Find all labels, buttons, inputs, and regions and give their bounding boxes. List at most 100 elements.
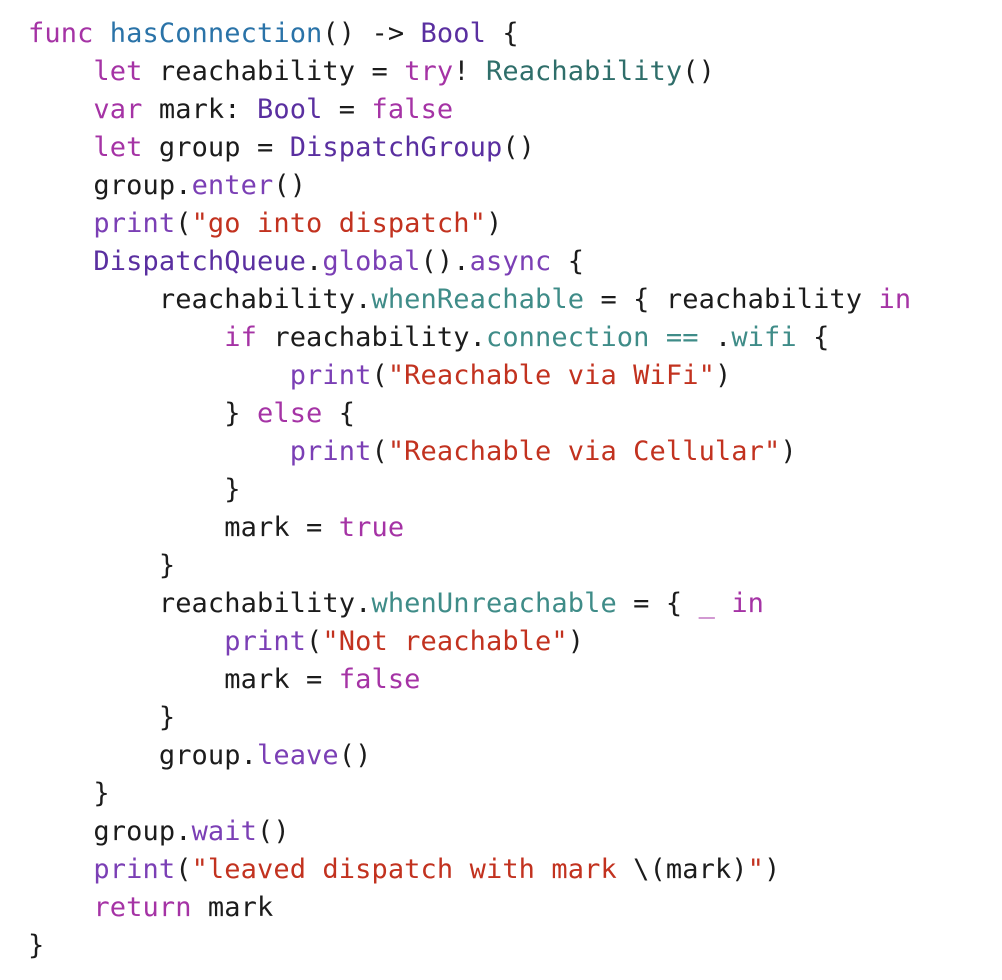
code-line: } — [28, 547, 911, 585]
code-text-token — [28, 626, 224, 657]
method-token: print — [224, 626, 307, 657]
code-line: group.wait() — [28, 813, 911, 851]
code-text-token: = { — [616, 588, 699, 619]
code-line: } — [28, 775, 911, 813]
code-text-token: mark = — [28, 512, 339, 543]
string-literal-token: "leaved dispatch with mark — [191, 854, 634, 885]
code-text-token: } — [28, 398, 257, 429]
string-literal-token: "Reachable via WiFi" — [387, 360, 715, 391]
class-name-token: Reachability — [485, 56, 683, 87]
keyword-token: in — [878, 284, 912, 315]
code-text-token: } — [28, 930, 45, 961]
code-text-token — [28, 322, 224, 353]
code-text-token: reachability. — [256, 322, 486, 353]
keyword-token: let — [93, 56, 143, 87]
code-line: print("Reachable via Cellular") — [28, 433, 911, 471]
code-text-token: group. — [28, 740, 257, 771]
keyword-token: in — [731, 588, 765, 619]
code-text-token: () -> — [322, 18, 421, 49]
code-text-token: () — [256, 816, 290, 847]
type-token: Bool — [257, 94, 323, 125]
code-text-token — [28, 360, 290, 391]
keyword-token: let — [93, 132, 143, 163]
code-text-token: = { reachability — [584, 284, 879, 315]
code-text-token: group = — [142, 132, 290, 163]
method-token: enter — [191, 170, 274, 201]
code-line: print("Reachable via WiFi") — [28, 357, 911, 395]
code-line: print("Not reachable") — [28, 623, 911, 661]
code-text-token — [28, 246, 93, 277]
code-text-token: mark = — [28, 664, 339, 695]
code-text-token: . — [306, 246, 323, 277]
code-block[interactable]: func hasConnection() -> Bool { let reach… — [28, 15, 911, 965]
string-literal-token: " — [747, 854, 765, 885]
code-text-token — [28, 94, 93, 125]
code-line: } — [28, 699, 911, 737]
code-text-token: mark: — [142, 94, 257, 125]
type-token: Bool — [420, 18, 486, 49]
code-text-token: reachability = — [142, 56, 405, 87]
code-line: return mark — [28, 889, 911, 927]
code-line: mark = true — [28, 509, 911, 547]
method-token: leave — [256, 740, 339, 771]
code-line: group.enter() — [28, 167, 911, 205]
property-token: connection — [485, 322, 650, 353]
keyword-token: try — [404, 56, 454, 87]
code-text-token: . — [698, 322, 732, 353]
code-line: func hasConnection() -> Bool { — [28, 15, 911, 53]
code-line: var mark: Bool = false — [28, 91, 911, 129]
keyword-token: false — [338, 664, 421, 695]
code-text-token: } — [28, 474, 241, 505]
code-line: reachability.whenUnreachable = { _ in — [28, 585, 911, 623]
code-text-token: { — [485, 18, 519, 49]
code-text-token: ) — [567, 626, 585, 657]
code-text-token: \(mark) — [633, 854, 748, 885]
code-text-token: ) — [714, 360, 732, 391]
code-line: } — [28, 927, 911, 965]
method-token: wait — [191, 816, 257, 847]
code-text-token: reachability. — [28, 284, 372, 315]
keyword-token: return — [93, 892, 192, 923]
code-text-token: } — [28, 778, 110, 809]
code-text-token: (). — [420, 246, 470, 277]
code-text-token — [28, 854, 93, 885]
code-line: } — [28, 471, 911, 509]
code-text-token: ) — [485, 208, 503, 239]
method-token: async — [469, 246, 552, 277]
method-token: print — [93, 854, 176, 885]
code-text-token: { — [322, 398, 356, 429]
code-text-token: ) — [780, 436, 797, 467]
code-text-token — [28, 208, 93, 239]
property-token: whenUnreachable — [371, 588, 617, 619]
keyword-token: else — [256, 398, 323, 429]
code-line: print("go into dispatch") — [28, 205, 911, 243]
code-line: let reachability = try! Reachability() — [28, 53, 911, 91]
code-line: reachability.whenReachable = { reachabil… — [28, 281, 911, 319]
type-token: DispatchGroup — [289, 132, 503, 163]
code-text-token — [93, 18, 109, 49]
keyword-token: false — [371, 94, 454, 125]
string-literal-token: "Reachable via Cellular" — [387, 436, 781, 467]
code-line: mark = false — [28, 661, 911, 699]
code-text-token — [28, 436, 290, 467]
code-text-token: () — [682, 56, 715, 87]
keyword-token: true — [338, 512, 405, 543]
string-literal-token: "Not reachable" — [322, 626, 568, 657]
keyword-token: if — [224, 322, 257, 353]
string-literal-token: "go into dispatch" — [191, 208, 486, 239]
property-token: whenReachable — [371, 284, 585, 315]
code-text-token: group. — [28, 816, 192, 847]
code-text-token: ( — [371, 436, 388, 467]
code-text-token: ( — [371, 360, 388, 391]
property-token: wifi — [731, 322, 797, 353]
code-text-token: { — [796, 322, 830, 353]
code-text-token: () — [502, 132, 536, 163]
code-text-token — [650, 322, 666, 353]
keyword-token: _ — [698, 588, 715, 619]
code-text-token: mark — [191, 892, 274, 923]
function-name-token: hasConnection — [109, 18, 323, 49]
code-text-token: ) — [764, 854, 781, 885]
code-line: group.leave() — [28, 737, 911, 775]
code-text-token: ! — [453, 56, 486, 87]
